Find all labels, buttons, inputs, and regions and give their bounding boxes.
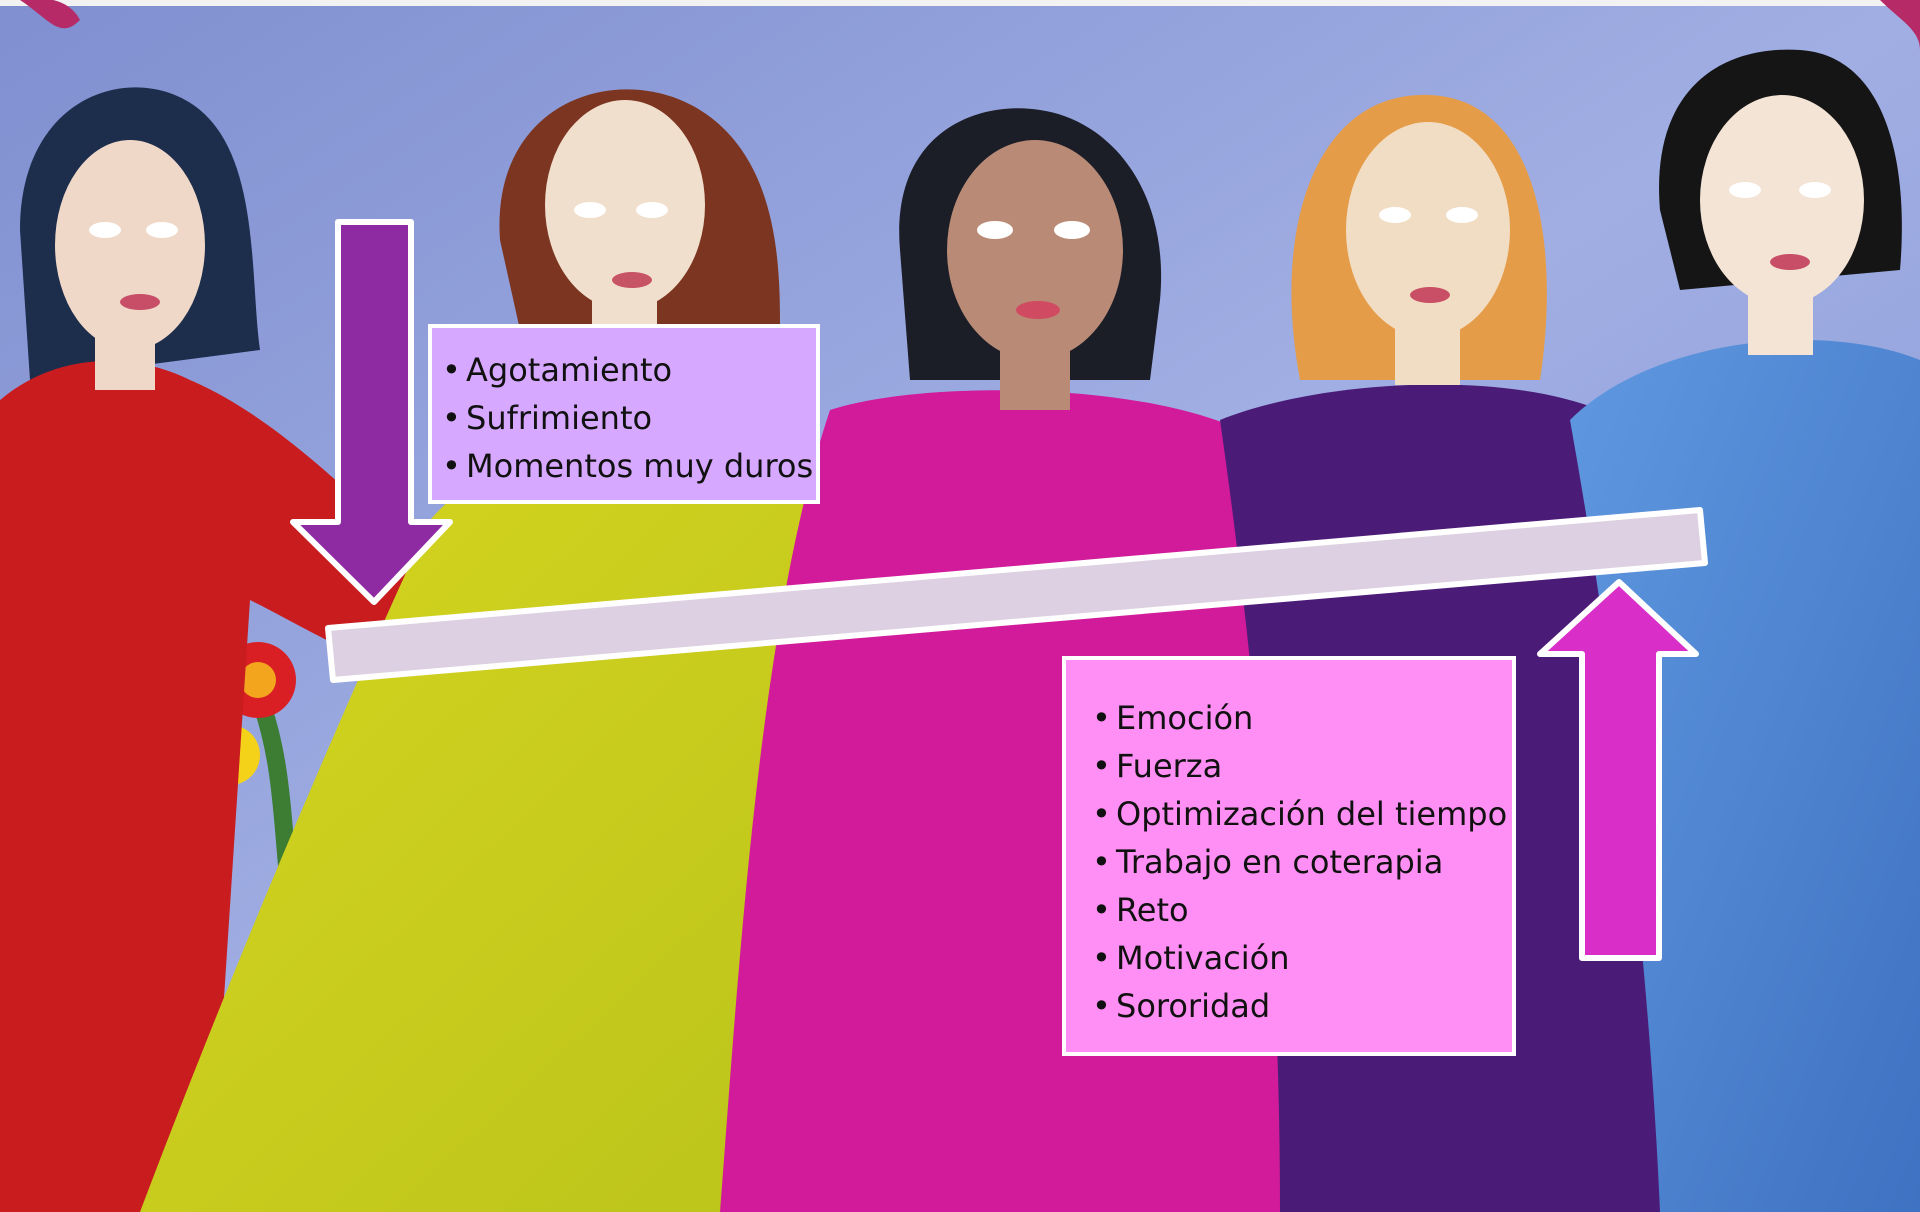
list-item: Reto [1086,886,1496,934]
list-item: Fuerza [1086,742,1496,790]
negative-aspects-list: Agotamiento Sufrimiento Momentos muy dur… [436,346,813,490]
list-item: Sororidad [1086,982,1496,1030]
list-item: Momentos muy duros [436,442,813,490]
list-item: Optimización del tiempo [1086,790,1507,838]
list-item: Emoción [1086,694,1496,742]
positive-aspects-list: Emoción Fuerza Optimización del tiempo T… [1086,694,1507,1030]
positive-aspects-box: Emoción Fuerza Optimización del tiempo T… [1062,656,1516,1056]
negative-aspects-box: Agotamiento Sufrimiento Momentos muy dur… [428,324,820,504]
list-item: Agotamiento [436,346,800,394]
list-item: Sufrimiento [436,394,800,442]
list-item: Trabajo en coterapia [1086,838,1496,886]
list-item: Motivación [1086,934,1496,982]
